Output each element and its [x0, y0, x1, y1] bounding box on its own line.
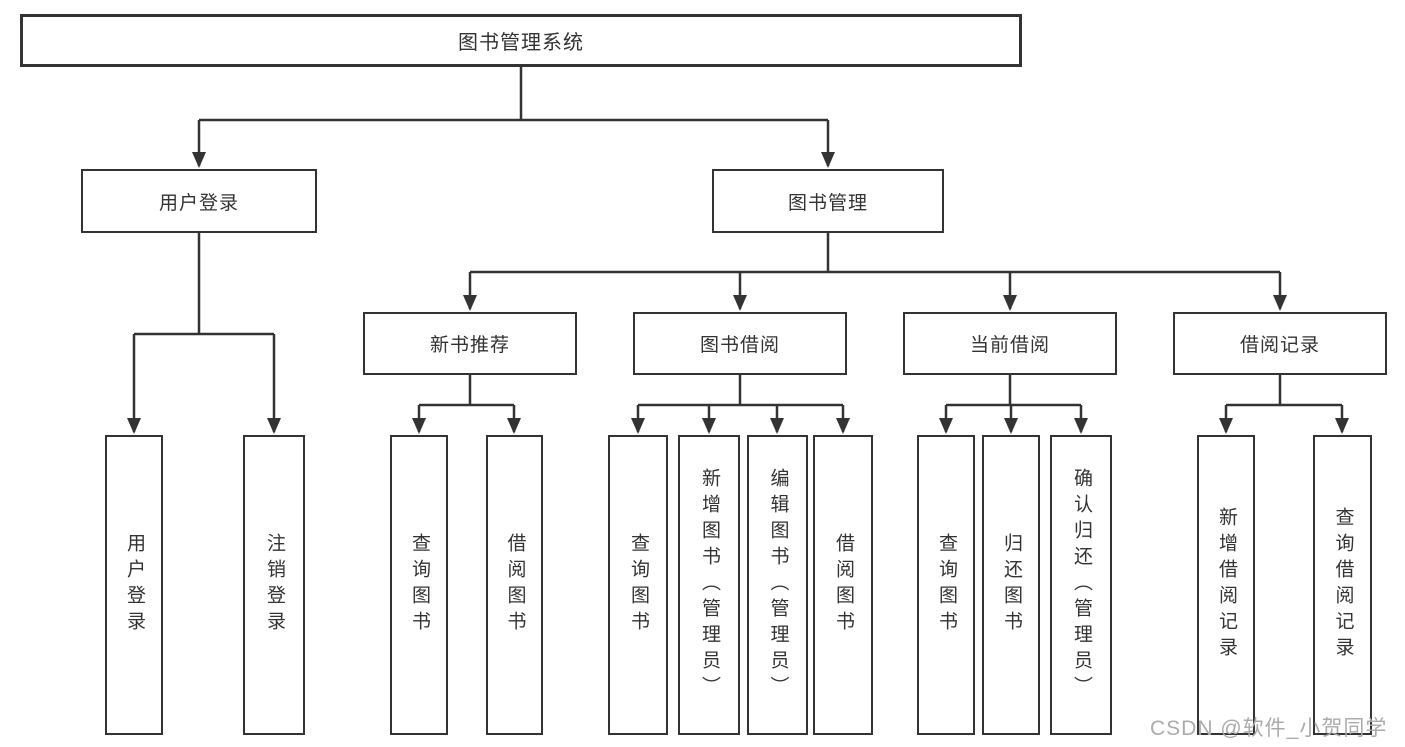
node-new-book-recommendation: 新书推荐 [363, 312, 577, 375]
leaf-edit-books-admin: 编辑图书（管理员） [747, 435, 808, 735]
leaf-user-login: 用户登录 [105, 435, 163, 735]
leaf-borrow-books: 借阅图书 [813, 435, 873, 735]
node-borrowing-records: 借阅记录 [1173, 312, 1387, 375]
leaf-recommend-borrow-books: 借阅图书 [486, 435, 543, 735]
node-current-borrowing: 当前借阅 [903, 312, 1117, 375]
leaf-recommend-query-books: 查询图书 [390, 435, 448, 735]
node-library-system: 图书管理系统 [20, 14, 1022, 67]
leaf-query-borrow-record: 查询借阅记录 [1313, 435, 1372, 735]
leaf-return-books: 归还图书 [982, 435, 1040, 735]
leaf-add-books-admin: 新增图书（管理员） [678, 435, 740, 735]
leaf-borrowing-query-books: 查询图书 [608, 435, 668, 735]
leaf-logout-login: 注销登录 [243, 435, 305, 735]
node-book-borrowing: 图书借阅 [633, 312, 847, 375]
node-user-login: 用户登录 [81, 169, 317, 233]
leaf-current-query-books: 查询图书 [917, 435, 975, 735]
leaf-add-borrow-record: 新增借阅记录 [1197, 435, 1255, 735]
csdn-watermark: CSDN @软件_小贺同学 [1150, 717, 1388, 740]
leaf-confirm-return-admin: 确认归还（管理员） [1050, 435, 1112, 735]
node-book-management: 图书管理 [712, 169, 944, 233]
